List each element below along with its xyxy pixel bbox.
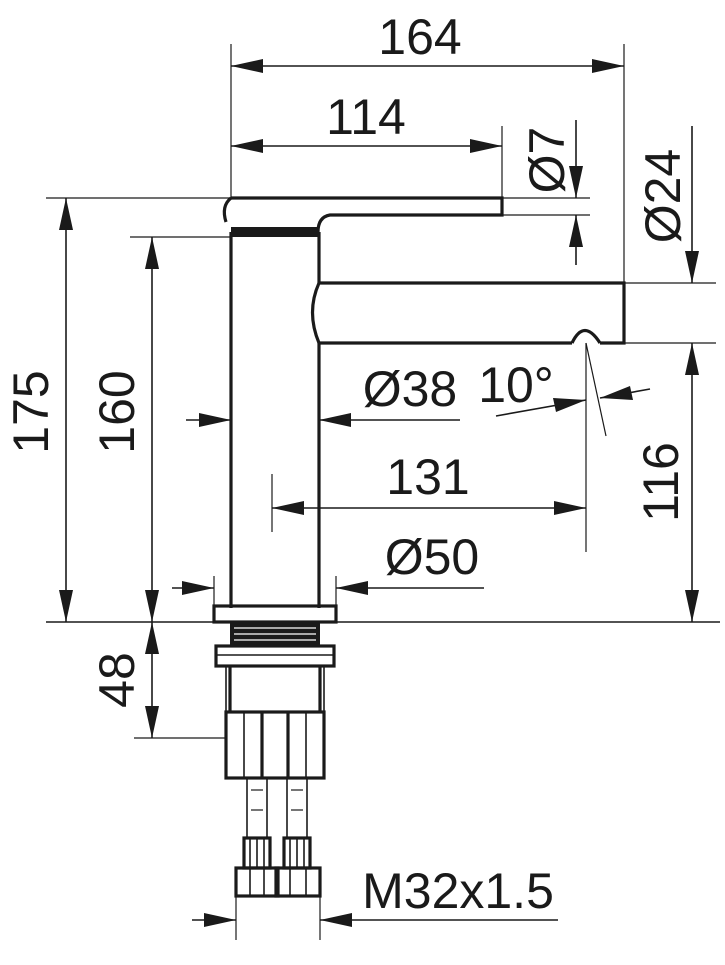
dim-shank-length: 48 [89,652,145,708]
dimension-labels: 164 114 Ø7 Ø24 175 160 Ø38 10° 131 116 Ø… [3,9,691,919]
dim-lever-length: 114 [326,89,406,145]
dim-base-diameter: Ø50 [385,529,480,585]
dim-body-height: 160 [89,370,145,453]
dim-connection-thread: M32x1.5 [362,863,554,919]
dim-spout-angle: 10° [478,357,554,413]
dim-spout-height: 116 [633,442,689,522]
dimension-lines [46,44,720,940]
dim-lever-diameter: Ø7 [519,127,575,194]
dim-body-diameter: Ø38 [363,361,458,417]
dim-spout-diameter: Ø24 [635,149,691,244]
dim-overall-length: 164 [378,9,461,65]
dim-overall-height: 175 [3,370,59,453]
dim-spout-reach: 131 [386,449,469,505]
shank-assembly [214,622,336,898]
